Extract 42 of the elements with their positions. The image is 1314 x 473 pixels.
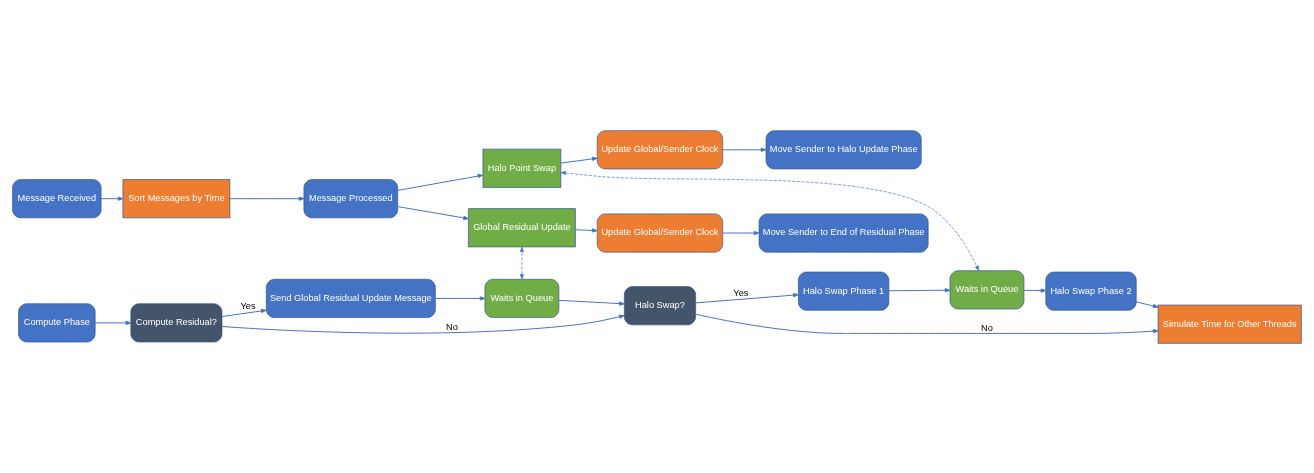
arrow <box>221 308 267 317</box>
arrow <box>574 227 598 233</box>
arrow <box>519 246 524 279</box>
arrow <box>229 196 305 201</box>
arrow <box>722 147 767 152</box>
node-box: Update Global/Sender Clock <box>596 129 724 169</box>
node-box: Message Processed <box>303 178 399 218</box>
arrow <box>1135 300 1159 308</box>
node-box: Halo Swap? <box>623 285 696 325</box>
node-box: Halo Point Swap <box>482 148 562 188</box>
node-box: Message Received <box>12 178 102 218</box>
arrow <box>1023 287 1047 293</box>
node-box: Sort Messages by Time <box>122 178 231 218</box>
node-box: Simulate Time for Other Threads <box>1157 304 1302 344</box>
arrow <box>560 170 980 271</box>
node-box: Compute Residual? <box>130 302 223 342</box>
node-box: Waits in Queue <box>949 269 1025 309</box>
arrow <box>435 295 486 301</box>
arrow <box>722 230 760 235</box>
node-box: Global Residual Update <box>468 207 576 247</box>
arrow <box>94 320 132 325</box>
node-box: Halo Swap Phase 1 <box>798 271 890 311</box>
arrow <box>695 292 799 303</box>
node-box: Halo Swap Phase 2 <box>1045 271 1137 311</box>
arrow <box>397 173 484 191</box>
node-box: Update Global/Sender Clock <box>596 213 724 252</box>
arrow <box>558 299 625 306</box>
arrow <box>695 313 1159 334</box>
edge-label: Yes <box>733 287 749 298</box>
arrow <box>888 287 951 292</box>
arrow <box>397 205 469 220</box>
edge-label: No <box>981 322 993 333</box>
edge-label: No <box>445 321 458 332</box>
node-box: Send Global Residual Update Message <box>265 278 436 318</box>
arrow <box>100 196 124 201</box>
node-box: Move Sender to Halo Update Phase <box>765 129 922 169</box>
node-box: Compute Phase <box>18 302 96 342</box>
node-box: Waits in Queue <box>484 278 560 318</box>
node-box: Move Sender to End of Residual Phase <box>758 213 929 252</box>
arrow <box>560 156 598 164</box>
edge-label: Yes <box>240 300 256 311</box>
arrow <box>221 314 625 334</box>
